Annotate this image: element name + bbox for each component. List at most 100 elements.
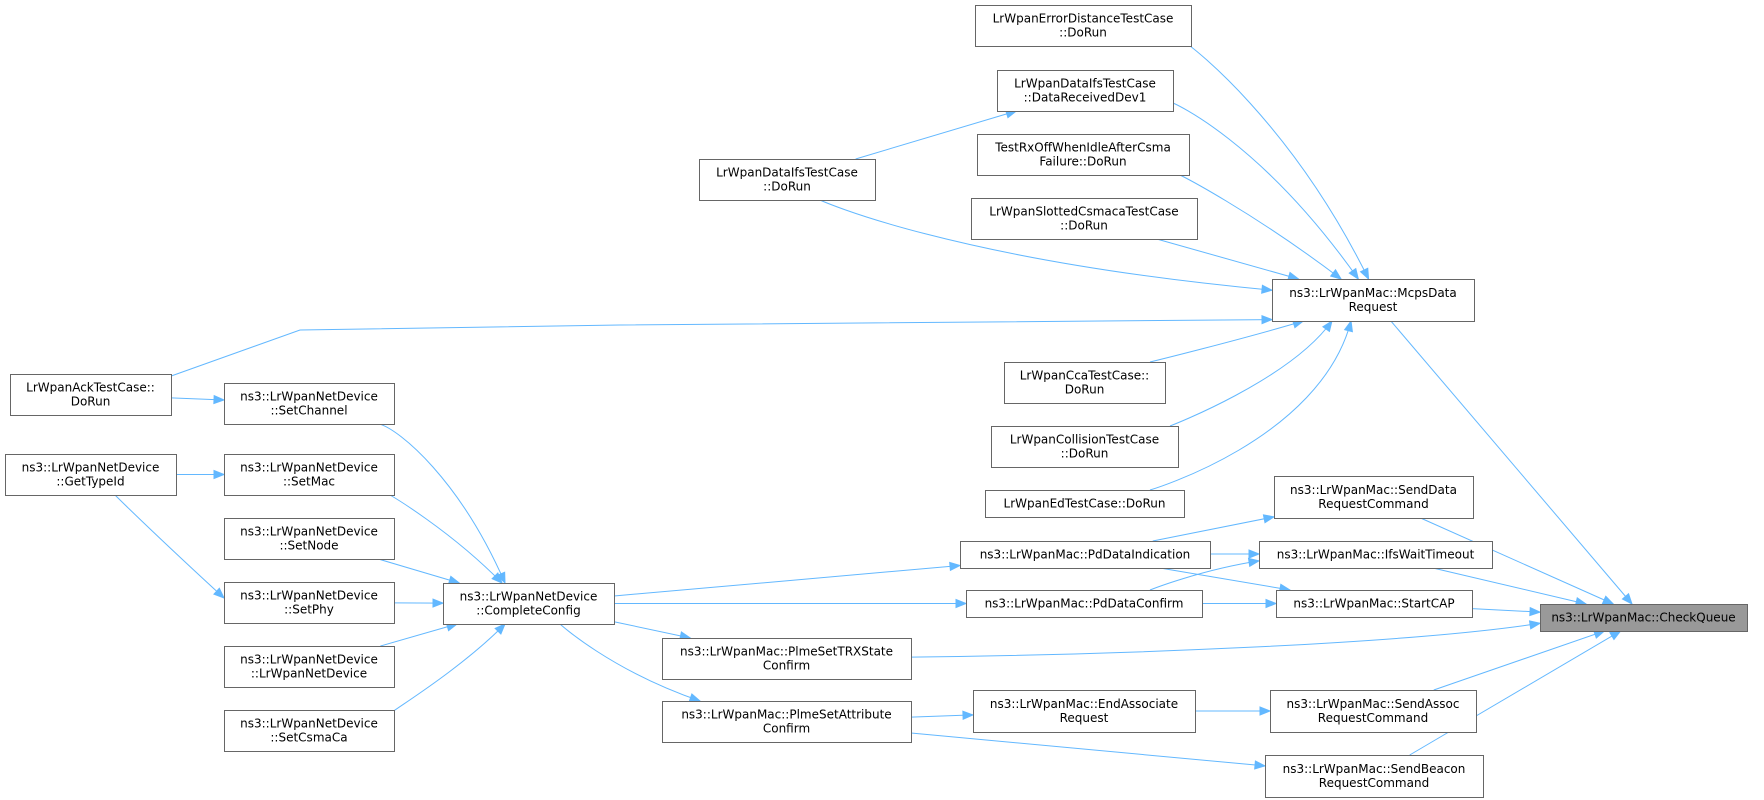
node-box[interactable] xyxy=(977,134,1190,176)
node-box[interactable] xyxy=(966,590,1203,618)
node-box[interactable] xyxy=(997,70,1174,112)
node-box[interactable] xyxy=(224,710,395,752)
edge-errorDistance-to-mcpsDataRequest xyxy=(1189,45,1370,280)
node-pdDataIndication[interactable]: ns3::LrWpanMac::PdDataIndication xyxy=(960,541,1211,569)
node-box[interactable] xyxy=(985,490,1185,518)
edge-edTest-to-mcpsDataRequest xyxy=(1149,320,1352,491)
node-box[interactable] xyxy=(224,518,395,560)
node-box[interactable] xyxy=(1265,755,1484,798)
arrowhead-completeConfig-to-pdDataConfirm xyxy=(955,598,968,609)
edge-plmeSetTRXState-to-checkQueue xyxy=(910,622,1541,658)
node-slottedCsma[interactable]: LrWpanSlottedCsmacaTestCase::DoRun xyxy=(971,198,1198,240)
node-label: ::DoRun xyxy=(763,180,811,194)
node-box[interactable] xyxy=(1259,541,1493,569)
node-startCAP[interactable]: ns3::LrWpanMac::StartCAP xyxy=(1276,590,1473,618)
arrowhead-plmeSetTRXState-to-checkQueue xyxy=(1528,620,1542,630)
node-box[interactable] xyxy=(960,541,1211,569)
node-box[interactable] xyxy=(1272,279,1475,322)
node-box[interactable] xyxy=(10,374,172,416)
node-edTest[interactable]: LrWpanEdTestCase::DoRun xyxy=(985,490,1185,518)
node-box[interactable] xyxy=(662,638,912,680)
node-ctor[interactable]: ns3::LrWpanNetDevice::LrWpanNetDevice xyxy=(224,646,395,688)
arrowhead-ackTest-to-setChannel xyxy=(213,394,226,405)
node-label: ns3::LrWpanMac::PdDataConfirm xyxy=(985,597,1184,611)
arrowhead-setCsmaCa-to-completeConfig xyxy=(494,623,506,635)
edge-sendBeaconRequestCommand-to-checkQueue xyxy=(1409,630,1621,756)
node-box[interactable] xyxy=(5,454,177,496)
node-collisionTest[interactable]: LrWpanCollisionTestCase::DoRun xyxy=(991,426,1179,468)
arrowhead-setChannel-to-completeConfig xyxy=(496,571,506,585)
node-box[interactable] xyxy=(975,5,1192,47)
node-ifsWaitTimeout[interactable]: ns3::LrWpanMac::IfsWaitTimeout xyxy=(1259,541,1493,569)
arrowhead-setNode-to-completeConfig xyxy=(447,575,461,585)
edge-sendAssocRequestCommand-to-checkQueue xyxy=(1433,630,1605,691)
node-box[interactable] xyxy=(224,646,395,688)
node-label: ns3::LrWpanNetDevice xyxy=(240,461,378,475)
node-label: ns3::LrWpanNetDevice xyxy=(240,653,378,667)
arrowhead-dataIfsReceived-to-mcpsDataRequest xyxy=(1348,267,1360,281)
node-box[interactable] xyxy=(991,426,1179,468)
node-box[interactable] xyxy=(224,383,395,425)
node-dataIfsReceived[interactable]: LrWpanDataIfsTestCase::DataReceivedDev1 xyxy=(997,70,1174,112)
edge-slottedCsma-to-mcpsDataRequest xyxy=(1156,238,1299,280)
node-box[interactable] xyxy=(699,159,876,201)
node-label: LrWpanDataIfsTestCase xyxy=(716,166,858,180)
node-label: RequestCommand xyxy=(1318,497,1428,511)
node-label: ns3::LrWpanMac::IfsWaitTimeout xyxy=(1277,548,1475,562)
node-setPhy[interactable]: ns3::LrWpanNetDevice::SetPhy xyxy=(224,582,395,624)
node-checkQueue[interactable]: ns3::LrWpanMac::CheckQueue xyxy=(1540,604,1748,632)
node-getTypeId[interactable]: ns3::LrWpanNetDevice::GetTypeId xyxy=(5,454,177,496)
node-box[interactable] xyxy=(971,198,1198,240)
node-setNode[interactable]: ns3::LrWpanNetDevice::SetNode xyxy=(224,518,395,560)
node-box[interactable] xyxy=(1274,476,1474,519)
arrowhead-pdDataIndication-to-sendDataRequestCommand xyxy=(1262,514,1276,524)
node-box[interactable] xyxy=(1004,362,1166,404)
node-label: LrWpanCollisionTestCase xyxy=(1010,433,1159,447)
edge-pdDataIndication-to-startCAP xyxy=(1159,567,1291,591)
node-box[interactable] xyxy=(443,583,615,625)
node-ackTest[interactable]: LrWpanAckTestCase::DoRun xyxy=(10,374,172,416)
node-pdDataConfirm[interactable]: ns3::LrWpanMac::PdDataConfirm xyxy=(966,590,1203,618)
arrowhead-plmeSetAttribute-to-endAssociate xyxy=(962,710,975,721)
node-box[interactable] xyxy=(1276,590,1473,618)
edge-completeConfig-to-plmeSetTRXState xyxy=(613,621,691,639)
node-box[interactable] xyxy=(224,454,395,496)
node-errorDistance[interactable]: LrWpanErrorDistanceTestCase::DoRun xyxy=(975,5,1192,47)
edge-rxOffIdle-to-mcpsDataRequest xyxy=(1179,174,1342,280)
arrowhead-edTest-to-mcpsDataRequest xyxy=(1343,319,1353,333)
node-box[interactable] xyxy=(662,701,912,743)
node-label: TestRxOffWhenIdleAfterCsma xyxy=(994,141,1171,155)
node-box[interactable] xyxy=(1540,604,1748,632)
node-setCsmaCa[interactable]: ns3::LrWpanNetDevice::SetCsmaCa xyxy=(224,710,395,752)
arrowhead-pdDataConfirm-to-startCAP xyxy=(1265,598,1278,609)
node-box[interactable] xyxy=(1270,690,1477,733)
node-dataIfsDoRun[interactable]: LrWpanDataIfsTestCase::DoRun xyxy=(699,159,876,201)
edge-sendDataRequestCommand-to-checkQueue xyxy=(1420,517,1614,605)
node-label: ns3::LrWpanNetDevice xyxy=(240,589,378,603)
node-label: LrWpanDataIfsTestCase xyxy=(1014,77,1156,91)
node-label: LrWpanAckTestCase:: xyxy=(26,381,155,395)
node-label: ns3::LrWpanMac::SendBeacon xyxy=(1283,762,1466,776)
node-label: ns3::LrWpanMac::EndAssociate xyxy=(990,697,1178,711)
edge-plmeSetAttribute-to-sendBeaconRequestCommand xyxy=(910,732,1266,767)
node-setChannel[interactable]: ns3::LrWpanNetDevice::SetChannel xyxy=(224,383,395,425)
node-ccaTest[interactable]: LrWpanCcaTestCase::DoRun xyxy=(1004,362,1166,404)
edge-dataIfsReceived-to-mcpsDataRequest xyxy=(1172,102,1359,280)
node-label: ::SetNode xyxy=(279,539,338,553)
node-box[interactable] xyxy=(224,582,395,624)
node-completeConfig[interactable]: ns3::LrWpanNetDevice::CompleteConfig xyxy=(443,583,615,625)
node-label: Confirm xyxy=(763,722,810,736)
node-setMac[interactable]: ns3::LrWpanNetDevice::SetMac xyxy=(224,454,395,496)
node-label: Failure::DoRun xyxy=(1039,155,1126,169)
node-label: DoRun xyxy=(1065,383,1105,397)
node-box[interactable] xyxy=(973,690,1196,733)
node-label: ::SetPhy xyxy=(284,603,334,617)
